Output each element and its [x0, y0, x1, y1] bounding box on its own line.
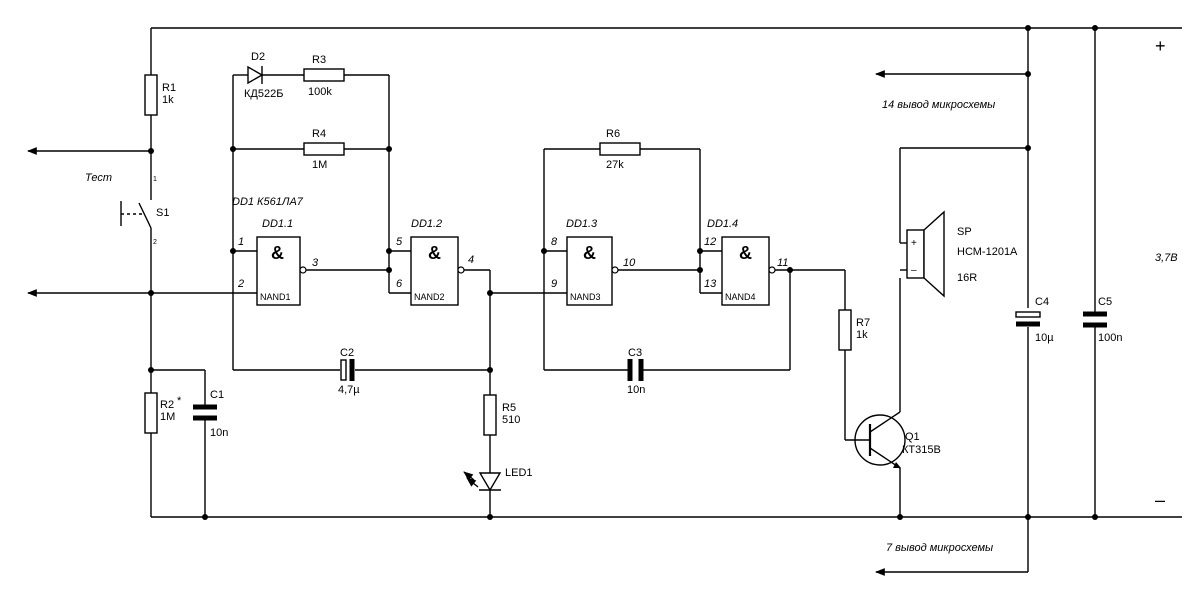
d2-ref: D2 [251, 51, 265, 63]
svg-text:2: 2 [237, 278, 244, 290]
diode-d2 [247, 65, 264, 85]
svg-text:2: 2 [153, 239, 157, 246]
c5-ref: C5 [1098, 296, 1112, 308]
r3-value: 100k [308, 86, 332, 98]
test-label: Тест [85, 172, 112, 184]
r5-value: 510 [502, 414, 520, 426]
svg-text:DD1.1: DD1.1 [262, 218, 293, 230]
c1-ref: C1 [210, 389, 224, 401]
sp-value: НСМ-1201А [957, 246, 1018, 258]
r6-value: 27k [606, 159, 624, 171]
led-indicator: R5 510 LED1 [463, 394, 533, 520]
resistor-r2 [144, 392, 158, 434]
svg-text:4: 4 [468, 254, 474, 266]
s1-ref: S1 [156, 207, 169, 219]
sp-impedance: 16R [957, 272, 977, 284]
c5-value: 100n [1098, 332, 1122, 344]
r4-value: 1M [312, 159, 327, 171]
svg-text:13: 13 [704, 278, 717, 290]
minus-sign: – [1155, 490, 1165, 510]
svg-text:&: & [271, 243, 284, 263]
r1-ref: R1 [162, 82, 176, 94]
sp-ref: SP [957, 226, 972, 238]
r5-ref: R5 [502, 402, 516, 414]
svg-text:9: 9 [551, 278, 557, 290]
r3-ref: R3 [312, 54, 326, 66]
resistor-r6 [599, 142, 641, 156]
svg-text:8: 8 [551, 236, 558, 248]
input-network: R1 1k Тест 1 2 S1 R2 * 1M C1 10n [27, 28, 257, 520]
d2-value: КД522Б [244, 88, 283, 100]
q1-value: КТ315В [902, 444, 941, 456]
gate-dd1-1: DD1.1 & NAND1 1 2 3 [237, 218, 319, 306]
gate-dd1-2: DD1.2 & NAND2 5 6 4 [396, 218, 474, 306]
pin14-note: 14 вывод микросхемы [882, 99, 995, 111]
decoupling: 14 вывод микросхемы C4 10µ 7 вывод микро… [875, 25, 1122, 576]
c3-ref: C3 [628, 347, 642, 359]
svg-text:1: 1 [238, 236, 244, 248]
resistor-r4 [303, 142, 345, 156]
r4-ref: R4 [312, 128, 326, 140]
svg-text:12: 12 [704, 236, 716, 248]
speaker-sp: + – SP НСМ-1201А 16R [899, 148, 1018, 298]
svg-text:11: 11 [777, 257, 788, 269]
c2-ref: C2 [340, 347, 354, 359]
svg-text:5: 5 [396, 236, 403, 248]
capacitor-c2 [340, 359, 347, 381]
r7-ref: R7 [856, 317, 870, 329]
c1-value: 10n [210, 427, 228, 439]
svg-text:+: + [911, 238, 917, 249]
svg-text:NAND2: NAND2 [414, 292, 445, 302]
feedback-loop-2: R6 27k C3 10n [541, 128, 791, 396]
c4-value: 10µ [1035, 332, 1054, 344]
c4-ref: C4 [1035, 296, 1049, 308]
c3-value: 10n [627, 384, 645, 396]
ic-title: DD1 К561ЛА7 [232, 196, 304, 208]
feedback-loop-1: D2 КД522Б R3 100k R4 1M C2 4,7µ [230, 51, 493, 396]
r7-value: 1k [856, 329, 868, 341]
svg-text:NAND1: NAND1 [260, 292, 291, 302]
supply-voltage-label: 3,7В [1155, 252, 1178, 264]
r2-ref: R2 [160, 399, 174, 411]
pin7-note: 7 вывод микросхемы [886, 542, 993, 554]
capacitor-c4 [1015, 311, 1041, 318]
r2-value: 1M [160, 411, 175, 423]
svg-text:&: & [428, 243, 441, 263]
resistor-r3 [303, 68, 345, 82]
transistor-q1: Q1 КТ315В [845, 411, 941, 469]
resistor-r5 [483, 394, 497, 436]
svg-text:DD1.3: DD1.3 [566, 218, 598, 230]
gate-dd1-3: DD1.3 & NAND3 8 9 10 [551, 218, 636, 306]
power-rails: + – 3,7В [151, 27, 1182, 518]
svg-text:10: 10 [623, 257, 636, 269]
svg-text:NAND4: NAND4 [725, 292, 756, 302]
svg-text:DD1.2: DD1.2 [411, 218, 442, 230]
svg-text:&: & [739, 243, 752, 263]
resistor-r7 [838, 309, 852, 351]
svg-text:NAND3: NAND3 [570, 292, 601, 302]
switch-s1: 1 2 S1 [120, 176, 169, 293]
svg-text:6: 6 [396, 278, 403, 290]
r2-star: * [177, 395, 182, 407]
output-stage: R7 1k Q1 КТ315В + – SP НСМ-1201А [838, 145, 1031, 520]
resistor-r1 [144, 74, 158, 116]
svg-text:1: 1 [153, 176, 157, 183]
led1-ref: LED1 [505, 467, 533, 479]
r6-ref: R6 [606, 128, 620, 140]
r1-value: 1k [162, 94, 174, 106]
plus-sign: + [1155, 36, 1166, 56]
gate-dd1-4: DD1.4 & NAND4 12 13 11 [704, 218, 788, 306]
svg-text:&: & [583, 243, 596, 263]
c2-value: 4,7µ [338, 384, 360, 396]
svg-text:3: 3 [312, 257, 319, 269]
led-led1 [478, 472, 502, 492]
q1-ref: Q1 [905, 431, 920, 443]
svg-text:DD1.4: DD1.4 [707, 218, 738, 230]
svg-text:–: – [911, 265, 917, 276]
